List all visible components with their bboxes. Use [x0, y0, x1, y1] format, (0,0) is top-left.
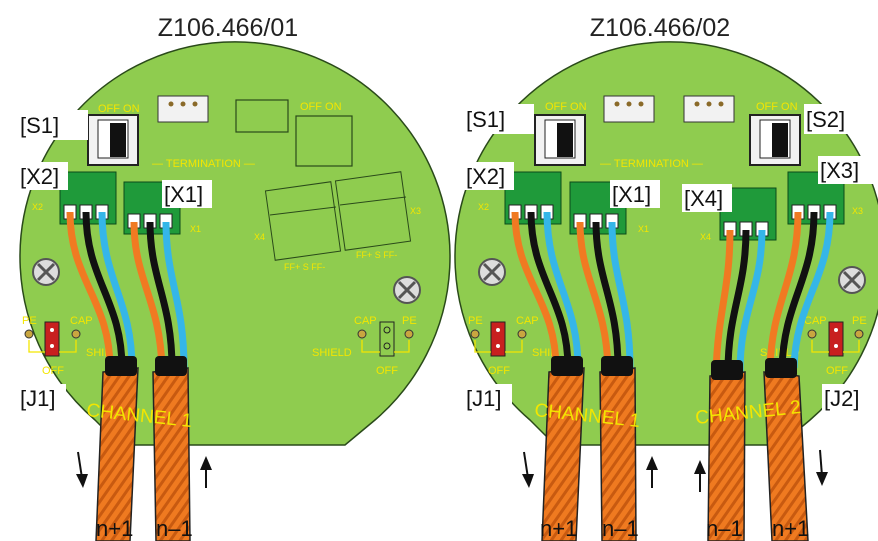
label-j1: [J1] [20, 386, 55, 411]
arrow-up-icon [200, 456, 212, 488]
arrow-down-icon [816, 449, 828, 486]
diagram-right: Z106.466/02 OFF ON [S1] OFF ON [S2] — TE… [454, 14, 878, 541]
cable-label: n–1 [156, 516, 193, 541]
header-connector [683, 95, 735, 123]
off-label: OFF [488, 365, 510, 377]
screw-icon [478, 258, 506, 286]
pin-label-x1: X1 [190, 224, 201, 234]
pin-label-x4: X4 [700, 232, 711, 242]
cap-label: CAP [70, 315, 93, 327]
pe-label: PE [402, 315, 417, 327]
pin-labels-x4: FF+ S FF- [284, 262, 325, 272]
switch-state-label: OFF ON [300, 101, 342, 113]
cable-n-plus-1 [541, 356, 585, 541]
switch-state-label: OFF ON [98, 103, 140, 115]
off-label: OFF [42, 365, 64, 377]
cable-label: n–1 [602, 516, 639, 541]
header-connector [603, 95, 655, 123]
termination-label: — TERMINATION — [152, 158, 255, 170]
arrow-up-icon [646, 456, 658, 488]
label-x2: [X2] [20, 164, 59, 189]
circuit-board [19, 41, 451, 446]
off-label: OFF [376, 365, 398, 377]
label-x4: [X4] [684, 186, 723, 211]
diagram-title: Z106.466/01 [158, 14, 298, 42]
empty-switch-footprint [295, 115, 353, 167]
label-x2: [X2] [466, 164, 505, 189]
cable-label: n+1 [540, 516, 577, 541]
off-label: OFF [826, 365, 848, 377]
pin-label-x1: X1 [638, 224, 649, 234]
cable-n-minus-1 [599, 356, 637, 541]
jumper-j1[interactable] [490, 321, 506, 357]
termination-label: — TERMINATION — [600, 158, 703, 170]
arrow-down-icon [522, 451, 534, 488]
arrow-up-icon [694, 460, 706, 492]
ship-label: SHIP [532, 347, 558, 359]
cable-n-plus-1 [95, 356, 139, 541]
cable-wires [511, 211, 834, 373]
switch-state-label: OFF ON [545, 101, 587, 113]
pe-label: PE [468, 315, 483, 327]
cable-n-minus-1 [152, 356, 191, 541]
ship-label: SHIP [86, 347, 112, 359]
cap-label: CAP [804, 315, 827, 327]
termination-switch-s2[interactable] [749, 114, 801, 166]
pin-label-x4: X4 [254, 232, 265, 242]
terminal-x3-footprint [334, 171, 412, 251]
header-connector [157, 95, 209, 123]
terminal-x4-footprint [264, 181, 342, 261]
label-j2: [J2] [824, 386, 859, 411]
cable-label: n+1 [772, 516, 809, 541]
screw-icon [838, 266, 866, 294]
cap-label: CAP [354, 315, 377, 327]
diagram-title: Z106.466/02 [590, 14, 730, 42]
pin-label-x2: X2 [478, 202, 489, 212]
pin-label-x2: X2 [32, 202, 43, 212]
pin-labels-x3: FF+ S FF- [356, 250, 397, 260]
jumper-footprint [379, 321, 395, 357]
label-j1: [J1] [466, 386, 501, 411]
jumper-j2[interactable] [828, 321, 844, 357]
termination-switch-s1[interactable] [87, 114, 139, 166]
diagram-left: Z106.466/01 OFF ON [S1] OFF ON — TERMINA… [18, 14, 451, 541]
screw-icon [393, 276, 421, 304]
label-x1: [X1] [612, 182, 651, 207]
label-s1: [S1] [466, 107, 505, 132]
pin-label-x3: X3 [852, 206, 863, 216]
shield-label: SHIELD [312, 347, 352, 359]
label-s1: [S1] [20, 113, 59, 138]
cable-label: n+1 [96, 516, 133, 541]
arrow-down-icon [76, 451, 88, 488]
cap-label: CAP [516, 315, 539, 327]
jumper-j1[interactable] [44, 321, 60, 357]
cable-wires [66, 211, 188, 369]
cable-n-plus-1 [763, 358, 809, 541]
label-s2: [S2] [806, 107, 845, 132]
cable-n-minus-1 [707, 360, 746, 541]
screw-icon [32, 258, 60, 286]
cable-label: n–1 [706, 516, 743, 541]
label-x1: [X1] [164, 182, 203, 207]
pe-label: PE [22, 315, 37, 327]
pin-label-x3: X3 [410, 206, 421, 216]
label-x3: [X3] [820, 158, 859, 183]
empty-footprint [235, 99, 289, 133]
termination-switch-s1[interactable] [534, 114, 586, 166]
pe-label: PE [852, 315, 867, 327]
switch-state-label: OFF ON [756, 101, 798, 113]
